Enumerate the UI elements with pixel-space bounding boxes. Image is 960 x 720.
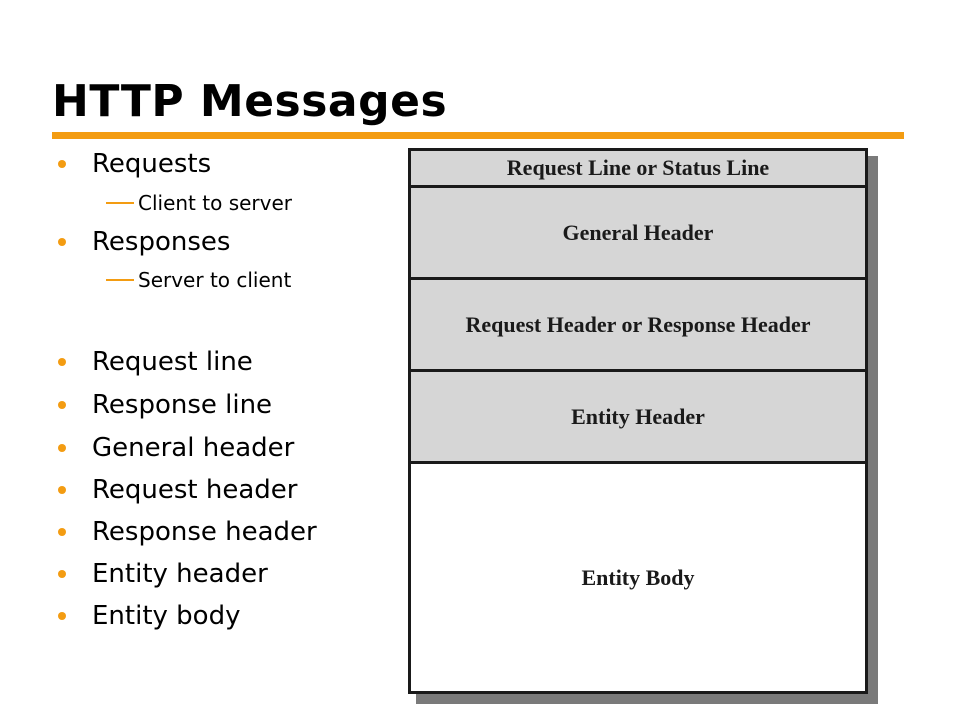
bullet-request-line: Request line <box>58 344 253 380</box>
message-frame: Request Line or Status Line General Head… <box>408 148 868 694</box>
bullet-request-header: Request header <box>58 472 297 508</box>
segment-general-header: General Header <box>411 188 865 280</box>
bullet-dot-icon <box>58 238 66 246</box>
bullet-requests: Requests <box>58 146 211 182</box>
bullet-label: Request header <box>92 475 298 505</box>
bullet-dot-icon <box>58 570 66 578</box>
bullet-dot-icon <box>58 612 66 620</box>
bullet-dot-icon <box>58 444 66 452</box>
bullet-dot-icon <box>58 160 66 168</box>
sub-bullet-client-to-server: Client to server <box>106 190 292 216</box>
slide-title: HTTP Messages <box>52 76 448 127</box>
bullet-entity-header: Entity header <box>58 556 268 592</box>
bullet-label: General header <box>92 433 295 463</box>
bullet-response-header: Response header <box>58 514 317 550</box>
sub-bullet-label: Server to client <box>138 268 292 292</box>
bullet-dot-icon <box>58 528 66 536</box>
bullet-dot-icon <box>58 401 66 409</box>
bullet-general-header: General header <box>58 430 294 466</box>
bullet-dot-icon <box>58 358 66 366</box>
bullet-response-line: Response line <box>58 387 272 423</box>
bullet-label: Request line <box>92 347 253 377</box>
dash-icon <box>106 202 134 204</box>
bullet-dot-icon <box>58 486 66 494</box>
segment-request-status-line: Request Line or Status Line <box>411 151 865 188</box>
bullet-responses: Responses <box>58 224 230 260</box>
segment-entity-header: Entity Header <box>411 372 865 464</box>
sub-bullet-label: Client to server <box>138 191 293 215</box>
segment-request-response-header: Request Header or Response Header <box>411 280 865 372</box>
bullet-entity-body: Entity body <box>58 598 240 634</box>
bullet-label: Responses <box>92 227 231 257</box>
http-message-diagram: Request Line or Status Line General Head… <box>408 148 886 710</box>
bullet-label: Response header <box>92 517 317 547</box>
dash-icon <box>106 279 134 281</box>
title-underline <box>52 132 904 139</box>
bullet-label: Requests <box>92 149 212 179</box>
sub-bullet-server-to-client: Server to client <box>106 267 291 293</box>
bullet-label: Response line <box>92 390 273 420</box>
bullet-label: Entity header <box>92 559 268 589</box>
bullet-label: Entity body <box>92 601 241 631</box>
segment-entity-body: Entity Body <box>411 464 865 691</box>
